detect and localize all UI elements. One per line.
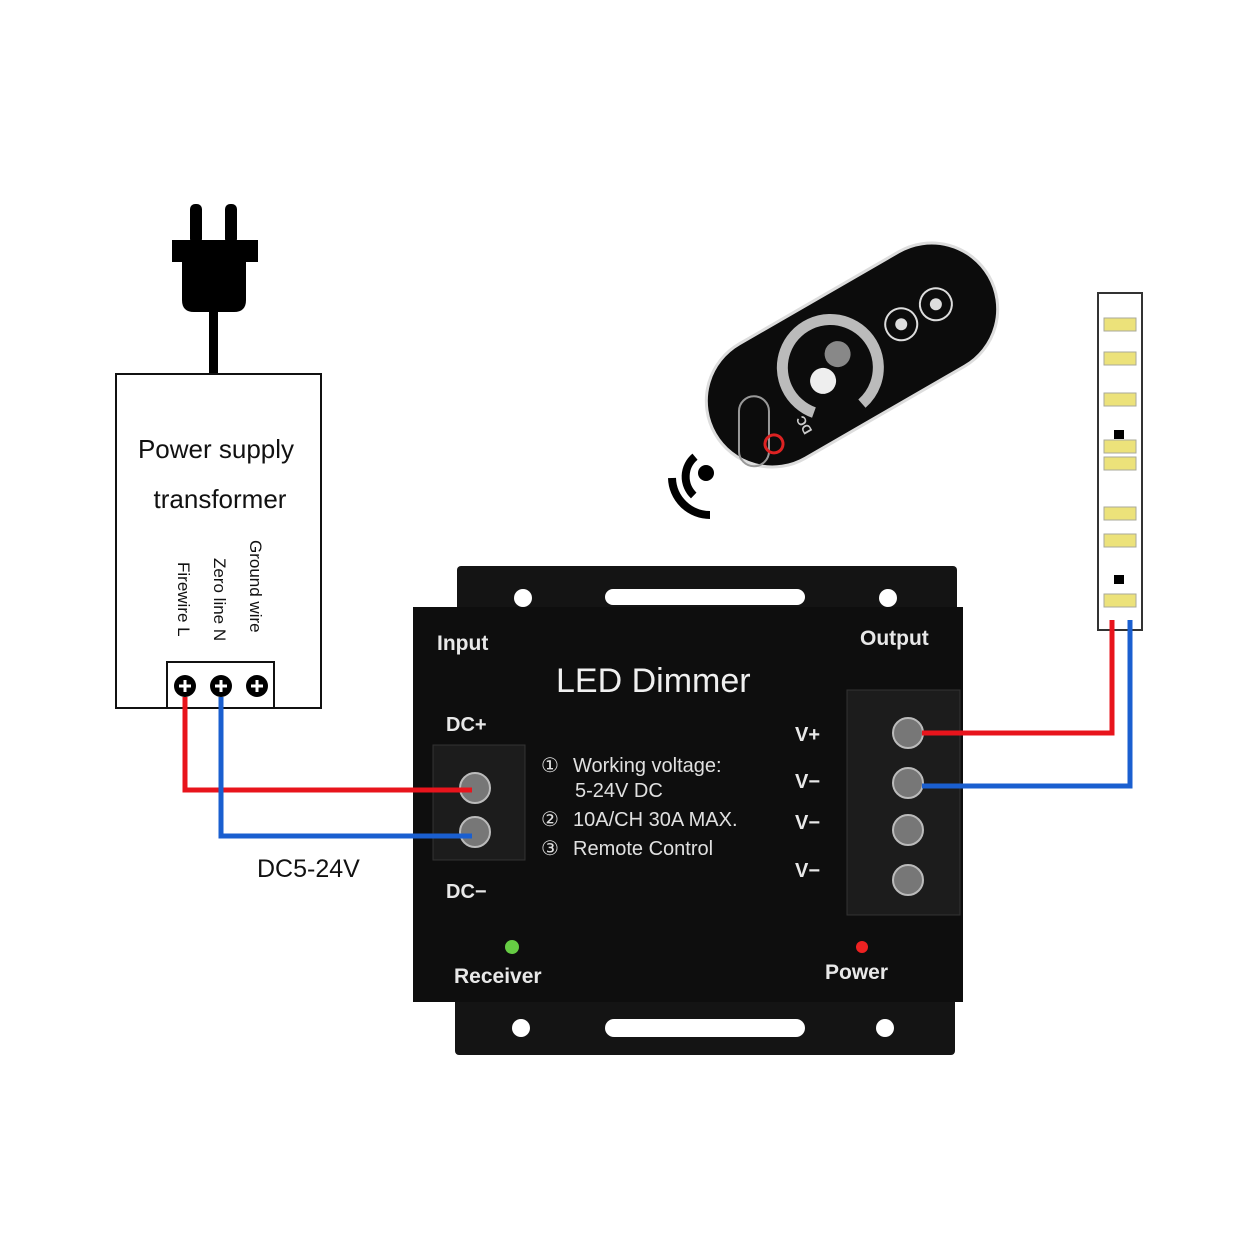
spec-number: ③ <box>541 838 559 860</box>
resistor <box>1114 430 1124 439</box>
power-led-indicator <box>856 941 868 953</box>
output-v-plus-label: V+ <box>795 724 820 746</box>
output-screw-v-minus <box>892 864 924 896</box>
output-v-minus-label: V− <box>795 812 820 834</box>
terminal-screw-icon <box>210 675 232 697</box>
led-strip <box>1097 292 1143 631</box>
spec-working-voltage-value: 5-24V DC <box>575 780 663 802</box>
led-chip <box>1103 317 1137 332</box>
negative-output-wire <box>922 620 1133 789</box>
terminal-screw-icon <box>246 675 268 697</box>
output-v-minus-label: V− <box>795 771 820 793</box>
output-screw-v-plus <box>892 717 924 749</box>
spec-current: 10A/CH 30A MAX. <box>573 809 738 831</box>
led-chip <box>1103 593 1137 608</box>
power-supply-transformer: Power supply transformer Firewire L Zero… <box>115 373 322 709</box>
terminal-label-live: Firewire L <box>174 562 193 637</box>
spec-working-voltage: Working voltage: <box>573 755 722 777</box>
power-plug-icon <box>172 204 258 376</box>
remote-control: DC <box>704 241 1000 469</box>
receiver-led-indicator <box>505 940 519 954</box>
terminal-label-ground: Ground wire <box>246 540 265 633</box>
output-v-minus-label: V− <box>795 860 820 882</box>
led-chip <box>1103 439 1137 454</box>
input-screw-dc-minus <box>459 816 491 848</box>
power-label: Power <box>825 961 888 984</box>
led-chip <box>1103 533 1137 548</box>
spec-remote-control: Remote Control <box>573 838 713 860</box>
positive-output-wire <box>922 620 1115 736</box>
led-chip <box>1103 506 1137 521</box>
spec-number: ② <box>541 809 559 831</box>
output-screw-v-minus <box>892 767 924 799</box>
input-label: Input <box>437 632 488 655</box>
dc-minus-label: DC− <box>446 881 487 903</box>
dimmer-title: LED Dimmer <box>556 662 751 700</box>
transformer-title-line2: transformer <box>154 484 287 514</box>
remote-power-button <box>737 395 770 468</box>
receiver-label: Receiver <box>454 965 542 988</box>
led-dimmer: Input Output LED Dimmer DC+ DC− V+ V− V−… <box>413 566 963 1055</box>
led-chip <box>1103 351 1137 366</box>
input-voltage-label: DC5-24V <box>257 855 360 883</box>
dc-plus-label: DC+ <box>446 714 487 736</box>
transformer-title-line1: Power supply <box>138 434 294 464</box>
power-off-icon <box>763 433 785 455</box>
brightness-down-icon <box>884 307 919 342</box>
led-chip <box>1103 392 1137 407</box>
output-label: Output <box>860 627 929 650</box>
wireless-signal-icon <box>668 453 714 519</box>
wiring <box>182 620 1133 839</box>
led-chip <box>1103 456 1137 471</box>
negative-input-wire <box>218 697 472 839</box>
terminal-screw-icon <box>174 675 196 697</box>
positive-input-wire <box>182 697 472 793</box>
terminal-label-neutral: Zero line N <box>210 558 229 641</box>
output-screw-v-minus <box>892 814 924 846</box>
brightness-up-icon <box>918 287 953 322</box>
spec-number: ① <box>541 755 559 777</box>
resistor <box>1114 575 1124 584</box>
touch-ring-slider <box>776 314 884 421</box>
